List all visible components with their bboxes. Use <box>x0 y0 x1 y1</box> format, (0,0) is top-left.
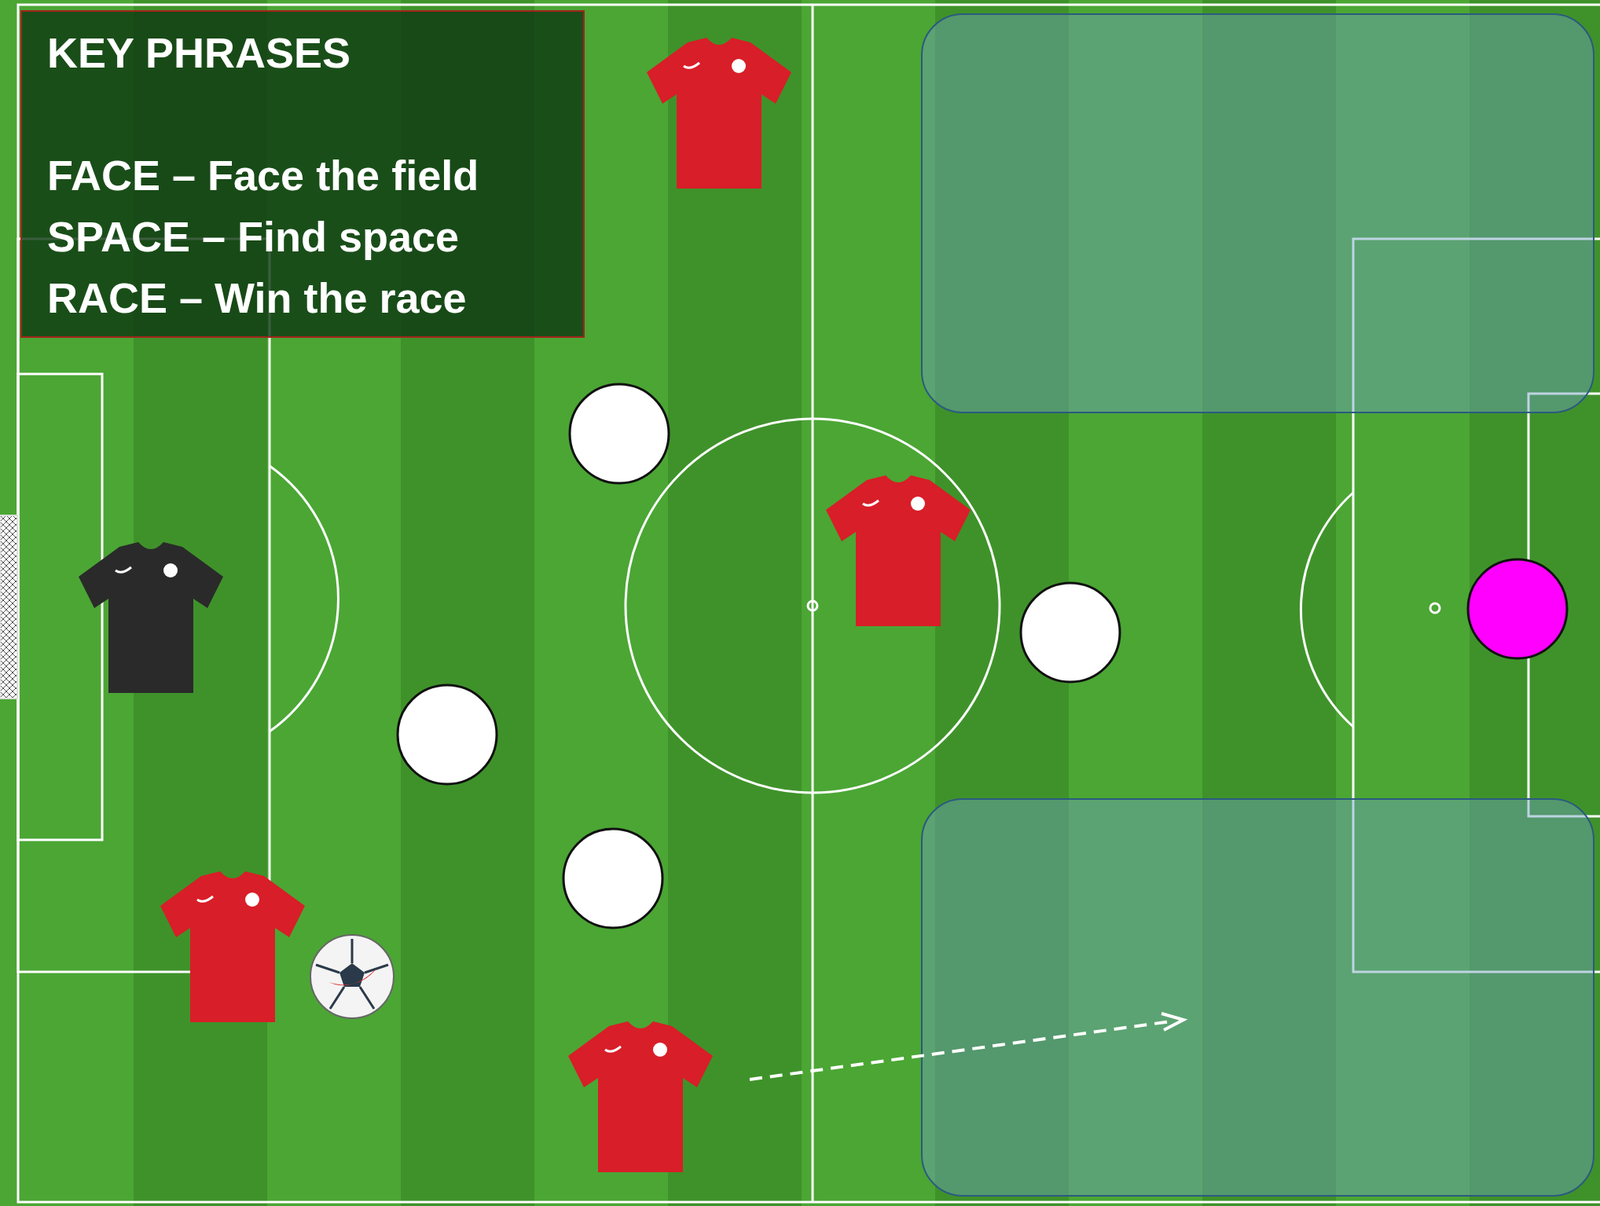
red-jersey <box>825 475 971 627</box>
goal-net <box>0 515 18 699</box>
opponent-marker <box>563 829 663 929</box>
opponent-marker <box>397 685 497 785</box>
target-zone <box>921 799 1594 1197</box>
opponent-markers <box>397 384 1567 929</box>
key-phrases-box: KEY PHRASES FACE – Face the fieldSPACE – … <box>20 10 585 338</box>
pitch-lines <box>18 4 1600 1203</box>
box-heading: KEY PHRASES <box>47 22 558 84</box>
opponent-goalkeeper <box>1467 559 1567 659</box>
goalkeeper-jersey <box>78 542 224 694</box>
key-phrase: FACE – Face the field <box>47 144 558 206</box>
opponent-marker <box>569 384 669 484</box>
soccer-ball <box>310 935 394 1019</box>
red-jersey <box>568 1021 713 1173</box>
dashed-run-arrow <box>749 1013 1184 1080</box>
red-jersey <box>160 871 305 1023</box>
key-phrase: SPACE – Find space <box>47 205 558 268</box>
opponent-marker <box>1020 583 1120 683</box>
red-jersey <box>646 37 792 189</box>
key-phrase: RACE – Win the race <box>47 267 558 329</box>
target-zone <box>921 14 1594 413</box>
